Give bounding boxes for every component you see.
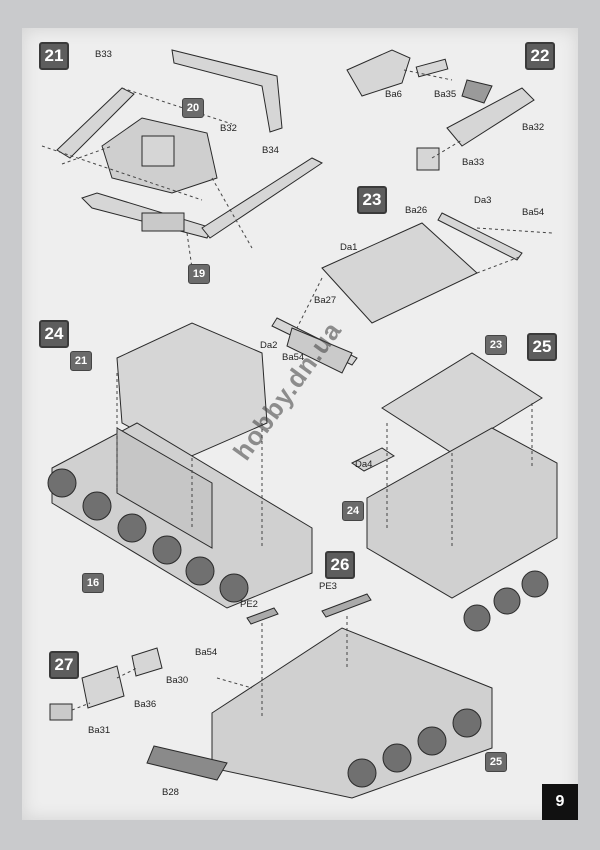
- ref-25: 25: [485, 752, 507, 772]
- step-number-27: 27: [49, 651, 79, 679]
- step23-drawing: [271, 212, 553, 374]
- part-label-ba54-step26: Ba54: [195, 647, 218, 658]
- page-number: 9: [542, 784, 578, 820]
- part-label-b28: B28: [162, 787, 179, 798]
- step-number-26: 26: [325, 551, 355, 579]
- part-label-b34: B34: [262, 145, 279, 156]
- part-label-b33: B33: [95, 49, 112, 60]
- part-label-da3: Da3: [474, 195, 492, 206]
- part-label-ba26: Ba26: [405, 205, 428, 216]
- part-label-ba54-step23: Ba54: [522, 207, 545, 218]
- part-label-ba32: Ba32: [522, 122, 545, 133]
- ref-23: 23: [485, 335, 507, 355]
- part-label-da4: Da4: [355, 459, 373, 470]
- step-number-21: 21: [39, 42, 69, 70]
- step-number-25: 25: [527, 333, 557, 361]
- step-number-24: 24: [39, 320, 69, 348]
- ref-21: 21: [70, 351, 92, 371]
- step-number-23: 23: [357, 186, 387, 214]
- step21-drawing: [41, 49, 323, 269]
- part-label-pe2: PE2: [240, 599, 258, 610]
- part-label-ba27: Ba27: [314, 295, 337, 306]
- step-number-22: 22: [525, 42, 555, 70]
- part-label-da1: Da1: [340, 242, 358, 253]
- part-label-ba35: Ba35: [434, 89, 457, 100]
- ref-20: 20: [182, 98, 204, 118]
- part-label-ba33: Ba33: [462, 157, 485, 168]
- ref-16: 16: [82, 573, 104, 593]
- part-label-da2: Da2: [260, 340, 278, 351]
- step25-drawing: [351, 352, 558, 632]
- part-label-ba36: Ba36: [134, 699, 157, 710]
- instruction-sheet: 21 22 23 24 25 26 27 20 19 21 16 23 24 2…: [22, 28, 578, 820]
- part-label-ba31: Ba31: [88, 725, 111, 736]
- part-label-ba54-step23b: Ba54: [282, 352, 305, 363]
- part-label-ba6: Ba6: [385, 89, 402, 100]
- step24-drawing: [47, 322, 313, 609]
- step22-drawing: [346, 49, 535, 171]
- ref-24: 24: [342, 501, 364, 521]
- step27-drawing: [49, 647, 163, 721]
- part-label-ba30: Ba30: [166, 675, 189, 686]
- ref-19: 19: [188, 264, 210, 284]
- assembly-drawings: [41, 49, 558, 799]
- part-label-pe3: PE3: [319, 581, 337, 592]
- step26-drawing: [146, 593, 493, 799]
- part-label-b32: B32: [220, 123, 237, 134]
